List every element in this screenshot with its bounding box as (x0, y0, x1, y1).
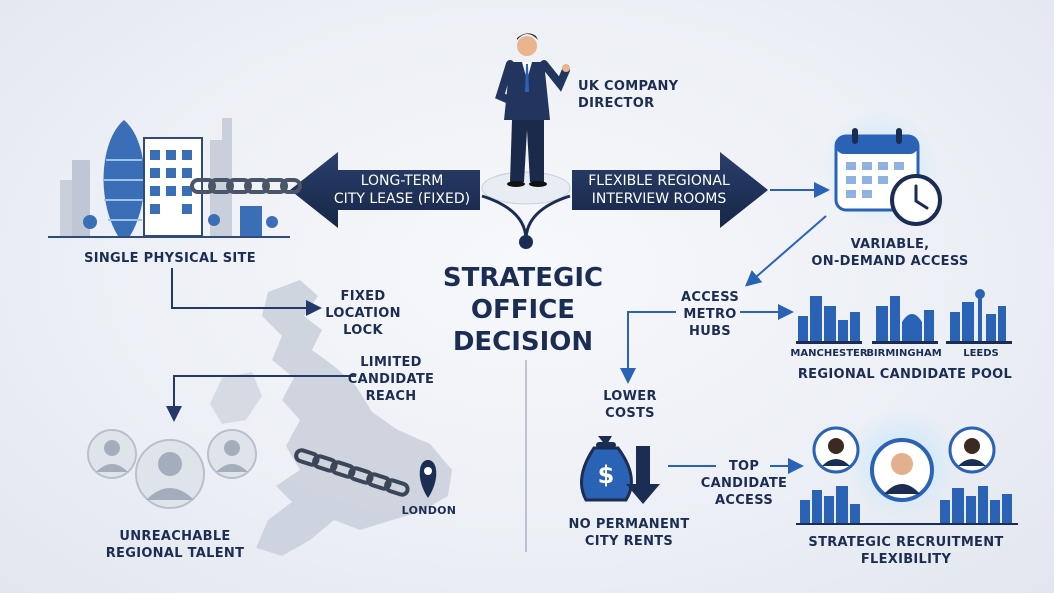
director-figure (495, 33, 570, 187)
hubs-label: ACCESS METRO HUBS (681, 290, 739, 339)
map-chain-icon (294, 448, 410, 497)
recruitment-flexibility-cluster (796, 408, 1018, 525)
uk-map (210, 280, 452, 556)
down-arrow-icon (626, 446, 660, 504)
city-manchester: MANCHESTER (790, 348, 868, 359)
connector-site-to-lock (171, 268, 322, 316)
access-label: VARIABLE, ON-DEMAND ACCESS (811, 237, 969, 269)
talent-label: UNREACHABLE REGIONAL TALENT (105, 529, 245, 561)
city-birmingham: BIRMINGHAM (866, 348, 942, 359)
connector-reach-to-talent (166, 375, 356, 422)
connector-access-to-hubs (744, 215, 827, 287)
site-label: SINGLE PHYSICAL SITE (84, 251, 256, 266)
london-label: LONDON (401, 504, 457, 517)
lock-label: FIXED LOCATION LOCK (325, 289, 401, 338)
calendar-clock-icon (822, 110, 942, 226)
reach-label: LIMITED CANDIDATE REACH (347, 355, 435, 404)
london-pin-icon (419, 460, 437, 498)
decision-double-arrow (290, 152, 768, 249)
city-skyline (48, 118, 290, 238)
city-leeds: LEEDS (963, 348, 999, 359)
dollar-sign-icon: $ (597, 461, 615, 489)
costs-label: LOWER COSTS (603, 389, 657, 421)
leeds-skyline-icon (946, 289, 1012, 344)
manchester-skyline-icon (796, 296, 862, 344)
birmingham-skyline-icon (872, 296, 938, 344)
right-arrow-label: FLEXIBLE REGIONAL INTERVIEW ROOMS (588, 173, 730, 207)
connector-hubs-to-costs (620, 311, 676, 384)
left-arrow-label: LONG-TERM CITY LEASE (FIXED) (333, 173, 471, 207)
director-label: UK COMPANY DIRECTOR (578, 79, 679, 111)
rents-label: NO PERMANENT CITY RENTS (568, 517, 690, 549)
money-bag-icon (580, 436, 633, 502)
top-label: TOP CANDIDATE ACCESS (700, 459, 788, 508)
chain-icon (190, 178, 302, 194)
flex-label: STRATEGIC RECRUITMENT FLEXIBILITY (808, 535, 1004, 567)
unreachable-avatars (87, 429, 257, 509)
pool-label: REGIONAL CANDIDATE POOL (797, 367, 1013, 382)
page-title: STRATEGIC OFFICE DECISION (442, 263, 604, 357)
